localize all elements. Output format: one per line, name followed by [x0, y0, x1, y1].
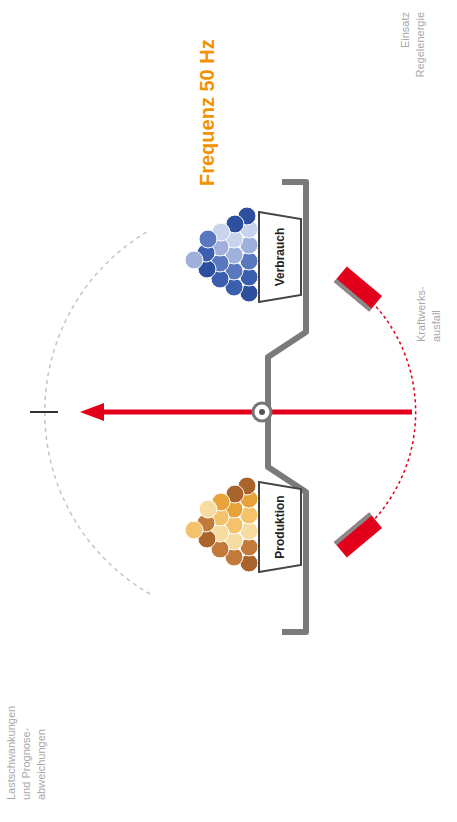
ball — [185, 251, 203, 269]
needle-head — [80, 403, 104, 421]
ball — [185, 521, 203, 539]
side-note: Einsatz Regelenergie — [398, 12, 428, 92]
ball — [199, 230, 217, 248]
gauge-tick — [30, 411, 58, 413]
ball — [199, 500, 217, 518]
side-note: Lastschwankungen und Prognose- abweichun… — [4, 700, 49, 800]
pan-label: Verbrauch — [258, 211, 302, 303]
weight-block — [334, 513, 382, 558]
scale-pan: Produktion — [258, 481, 302, 573]
pivot-center — [259, 409, 265, 415]
pivot — [253, 403, 271, 421]
pan-shape — [259, 212, 301, 302]
scale-pan: Verbrauch — [258, 211, 302, 303]
side-note: Kraftwerks- ausfall — [414, 272, 444, 342]
diagram-title: Frequenz 50 Hz — [196, 39, 219, 186]
weight-block — [334, 267, 382, 312]
pan-label: Produktion — [258, 481, 302, 573]
pan-shape — [259, 482, 301, 572]
ball-piles — [185, 207, 258, 572]
